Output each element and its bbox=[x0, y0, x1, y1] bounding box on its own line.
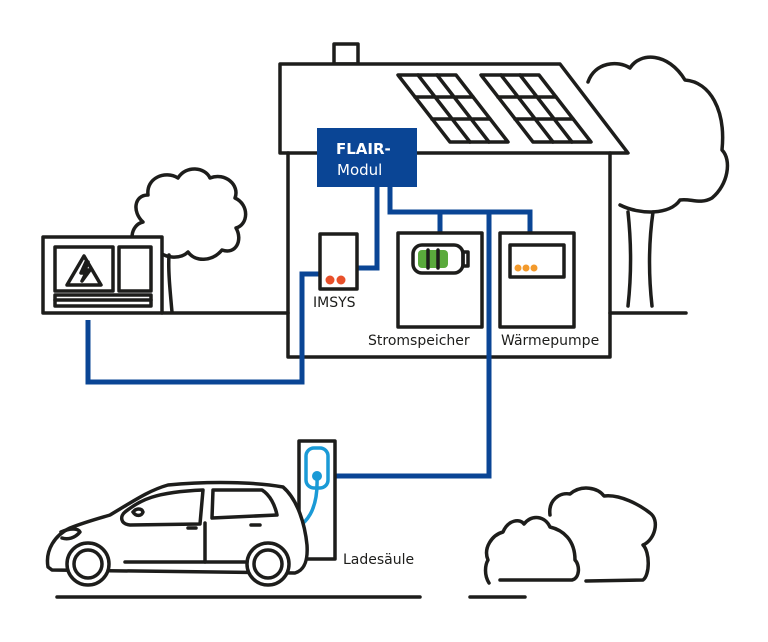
flair-module-box bbox=[317, 128, 417, 187]
battery-storage: Stromspeicher bbox=[368, 231, 484, 349]
heatpump-dot bbox=[522, 264, 530, 272]
chimney bbox=[332, 42, 360, 66]
flair-module-line1: FLAIR- bbox=[336, 140, 391, 158]
flair-module-line2: Modul bbox=[337, 161, 382, 179]
imsys-dot bbox=[325, 275, 335, 285]
tree-right bbox=[586, 55, 730, 308]
imsys-dot bbox=[336, 275, 346, 285]
heatpump-dot bbox=[530, 264, 538, 272]
data-connections bbox=[85, 186, 533, 479]
battery-icon bbox=[411, 243, 470, 275]
heat-pump: Wärmepumpe bbox=[498, 231, 599, 349]
bushes bbox=[468, 486, 658, 599]
imsys-meter: IMSYS bbox=[313, 232, 359, 311]
grid-cabinet bbox=[41, 235, 164, 315]
high-voltage-warning-icon bbox=[65, 254, 103, 287]
solar-panels bbox=[396, 73, 593, 144]
heatpump-label: Wärmepumpe bbox=[501, 333, 599, 349]
heatpump-dot bbox=[514, 264, 522, 272]
flair-module: FLAIR- Modul bbox=[317, 128, 417, 187]
imsys-label: IMSYS bbox=[313, 295, 356, 311]
electric-car bbox=[45, 480, 309, 587]
storage-label: Stromspeicher bbox=[368, 333, 470, 349]
charger-label: Ladesäule bbox=[343, 552, 414, 568]
